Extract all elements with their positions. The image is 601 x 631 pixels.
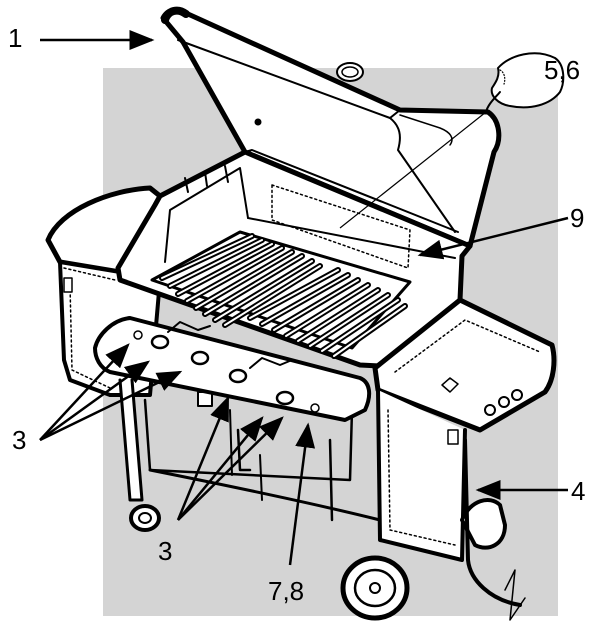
- burner-knob[interactable]: [190, 350, 210, 366]
- right-side-table: [372, 297, 557, 562]
- burner-knob[interactable]: [275, 390, 295, 406]
- callout-ignition: 7,8: [268, 576, 305, 606]
- ignition-button[interactable]: [310, 403, 320, 413]
- leader-lines: [39, 30, 569, 566]
- callout-lid: 1: [8, 23, 23, 53]
- callout-burner-knobs-left: 3: [12, 425, 27, 455]
- side-burner-knobs[interactable]: [484, 389, 523, 416]
- cart-frame: [118, 378, 382, 522]
- burner-knob[interactable]: [228, 368, 248, 384]
- cooking-grates: [150, 230, 412, 359]
- wheel-front: [340, 555, 410, 621]
- power-cord: [463, 438, 526, 621]
- callout-burner-knobs-bottom: 3: [158, 536, 173, 566]
- grill-lid: [160, 6, 502, 249]
- callout-power-cord: 4: [571, 476, 586, 506]
- wheel-right: [460, 498, 507, 550]
- hand-icon: [485, 52, 565, 113]
- burner-knob[interactable]: [150, 334, 170, 350]
- caster-wheel-left: [129, 504, 161, 532]
- control-panel: [93, 316, 372, 422]
- callout-hand-check: 5,6: [544, 55, 581, 85]
- ignition-button[interactable]: [133, 330, 143, 340]
- callout-cooking-box: 9: [570, 203, 585, 233]
